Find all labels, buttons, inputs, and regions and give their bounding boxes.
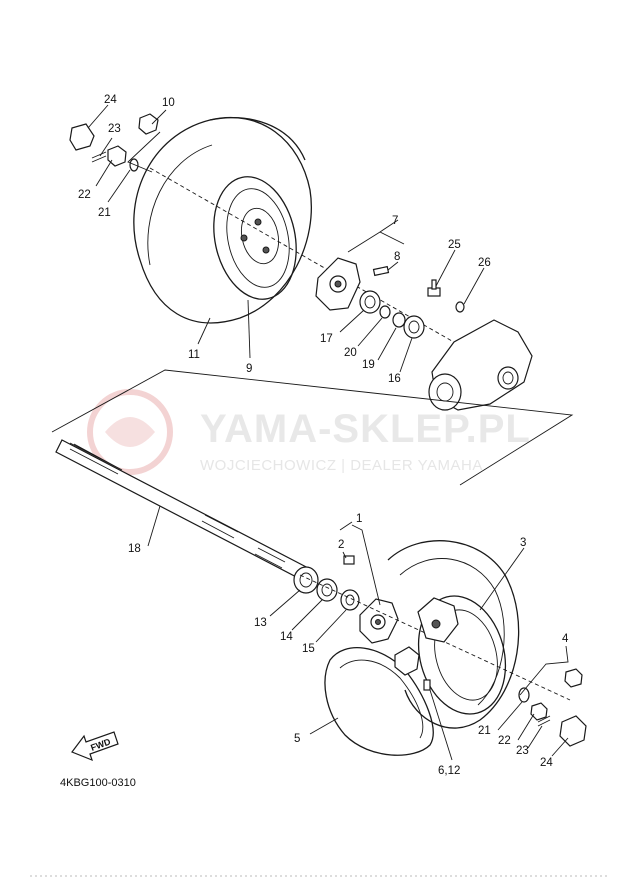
rim-top [213, 176, 297, 300]
callout-21-lower: 21 [478, 725, 491, 737]
callout-22-top: 22 [78, 189, 91, 201]
bolt-top-8 [372, 265, 390, 277]
seal-15 [340, 589, 360, 611]
bolt-2 [343, 555, 355, 565]
callout-22-lower: 22 [498, 735, 511, 747]
leader-lines [87, 104, 569, 761]
callout-11: 11 [188, 349, 200, 361]
rear-tire-lower [324, 646, 434, 756]
callout-3: 3 [520, 537, 526, 549]
callout-25: 25 [448, 239, 461, 251]
nut-10 [138, 113, 159, 135]
cap-nut-24-top [69, 123, 95, 151]
watermark: YAMA-SKLEP.PL WOJCIECHOWICZ | DEALER YAM… [87, 389, 531, 475]
oring-20 [379, 305, 391, 319]
callout-5: 5 [294, 733, 300, 745]
rear-wheel-lower [387, 540, 520, 729]
watermark-logo-icon [87, 389, 173, 475]
callout-7: 7 [392, 215, 398, 227]
callout-10: 10 [162, 97, 175, 109]
nut-4 [564, 668, 583, 688]
hub-flange-top [315, 257, 361, 311]
callout-24-top: 24 [104, 94, 117, 106]
watermark-subtitle: WOJCIECHOWICZ | DEALER YAMAHA [200, 457, 483, 474]
callout-15: 15 [302, 643, 315, 655]
bearing-17 [359, 290, 381, 314]
callout-17: 17 [320, 333, 333, 345]
castle-nut-22-top [107, 145, 127, 167]
fwd-arrow-icon: FWD [71, 731, 119, 762]
washer-21-top [129, 158, 139, 172]
castle-nut-22-lower [530, 702, 548, 721]
cap-nut-24-lower [559, 715, 587, 747]
spacer-19 [392, 312, 406, 328]
bearing-13 [293, 566, 319, 594]
callout-16: 16 [388, 373, 401, 385]
final-gear-case [428, 319, 533, 411]
callout-4: 4 [562, 633, 569, 645]
callout-20: 20 [344, 347, 357, 359]
hub-flange-lower [359, 598, 399, 644]
cotter-pin-23-lower [537, 715, 551, 727]
callout-18: 18 [128, 543, 141, 555]
washer-21-lower [518, 687, 530, 703]
callout-6-12: 6,12 [438, 765, 460, 777]
callout-14: 14 [280, 631, 293, 643]
washer-26 [455, 301, 465, 313]
bolt-25 [427, 279, 441, 297]
rear-tire-top [133, 116, 312, 324]
callout-13: 13 [254, 617, 267, 629]
bearing-14 [316, 578, 338, 602]
callout-1: 1 [356, 513, 362, 525]
callout-21-top: 21 [98, 207, 111, 219]
callout-8: 8 [394, 251, 400, 263]
callout-23-top: 23 [108, 123, 121, 135]
callout-19: 19 [362, 359, 375, 371]
diagram-code: 4KBG100-0310 [60, 777, 136, 789]
callout-labels: 24 10 23 22 21 11 9 7 8 25 26 17 20 19 1… [78, 94, 569, 777]
watermark-logo-mark [105, 417, 155, 447]
watermark-title: YAMA-SKLEP.PL [200, 407, 531, 451]
callout-23-lower: 23 [516, 745, 529, 757]
shaft-frame [51, 369, 574, 486]
callout-9: 9 [246, 363, 252, 375]
callout-24-lower: 24 [540, 757, 553, 769]
callout-26: 26 [478, 257, 491, 269]
callout-2: 2 [338, 539, 344, 551]
bearing-16 [403, 315, 425, 339]
cotter-pin-23-top [91, 151, 107, 163]
